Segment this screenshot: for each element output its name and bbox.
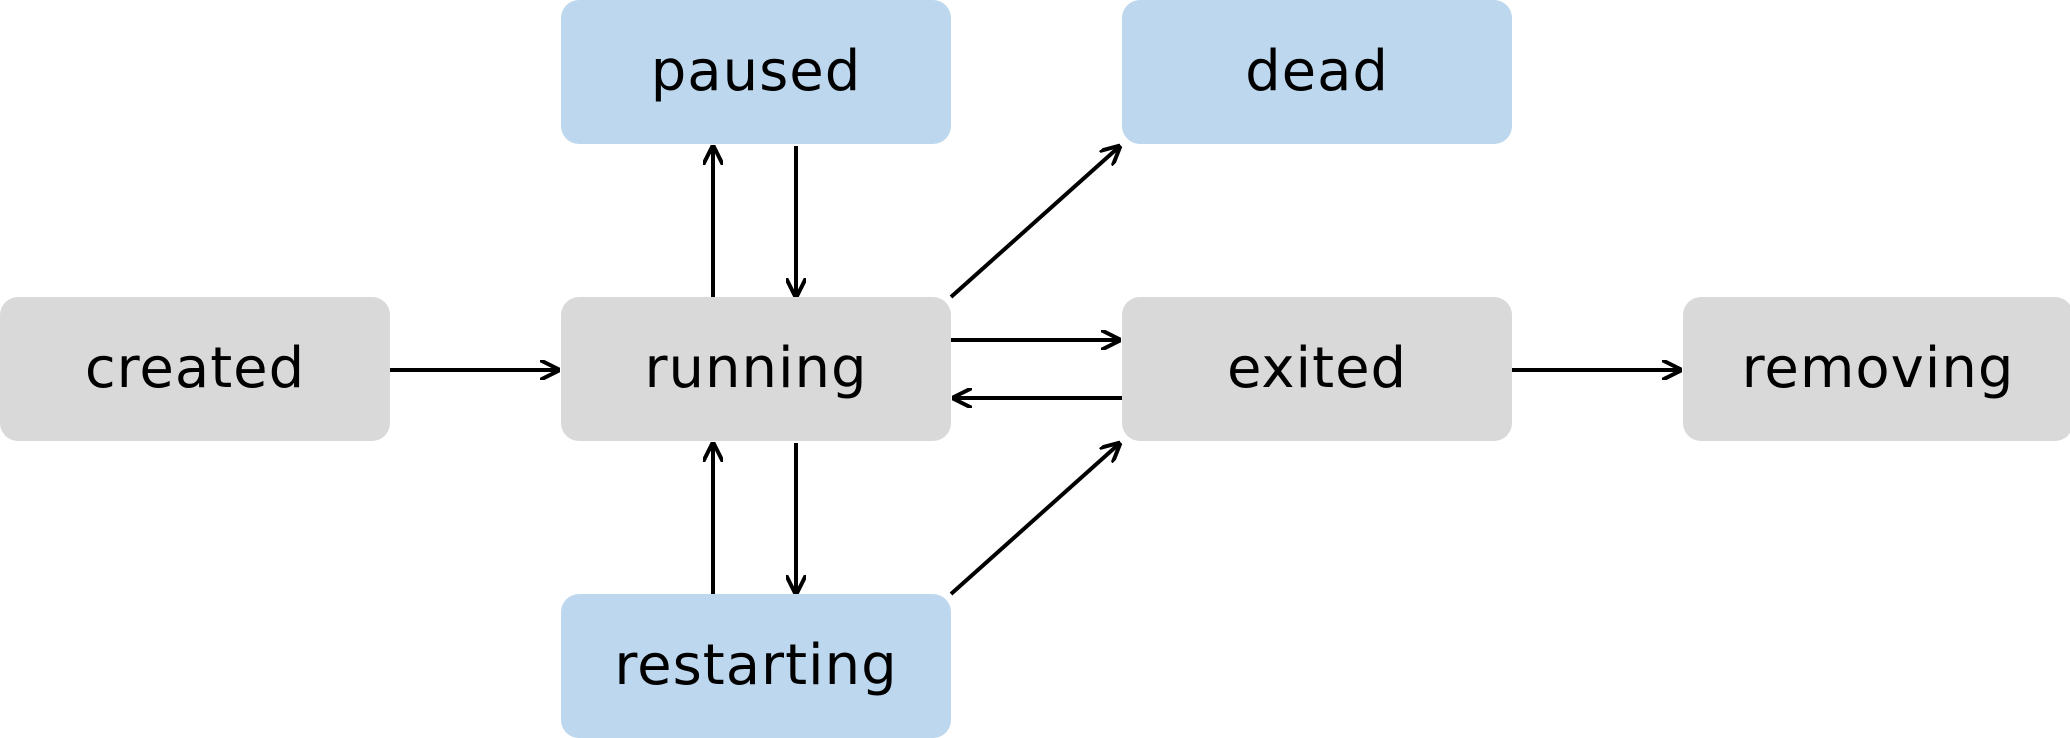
state-node-restarting: restarting (561, 594, 951, 738)
state-node-dead: dead (1122, 0, 1512, 144)
state-label-running: running (644, 336, 868, 401)
state-label-created: created (84, 336, 306, 401)
state-label-restarting: restarting (614, 633, 898, 698)
state-label-removing: removing (1741, 336, 2015, 401)
state-node-paused: paused (561, 0, 951, 144)
state-node-created: created (0, 297, 390, 441)
state-node-running: running (561, 297, 951, 441)
state-node-removing: removing (1683, 297, 2070, 441)
state-label-exited: exited (1226, 336, 1408, 401)
state-label-paused: paused (650, 39, 862, 104)
state-node-exited: exited (1122, 297, 1512, 441)
arrow-restarting-to-exited (949, 443, 1120, 596)
arrow-running-to-dead (949, 146, 1120, 299)
state-label-dead: dead (1245, 39, 1389, 104)
